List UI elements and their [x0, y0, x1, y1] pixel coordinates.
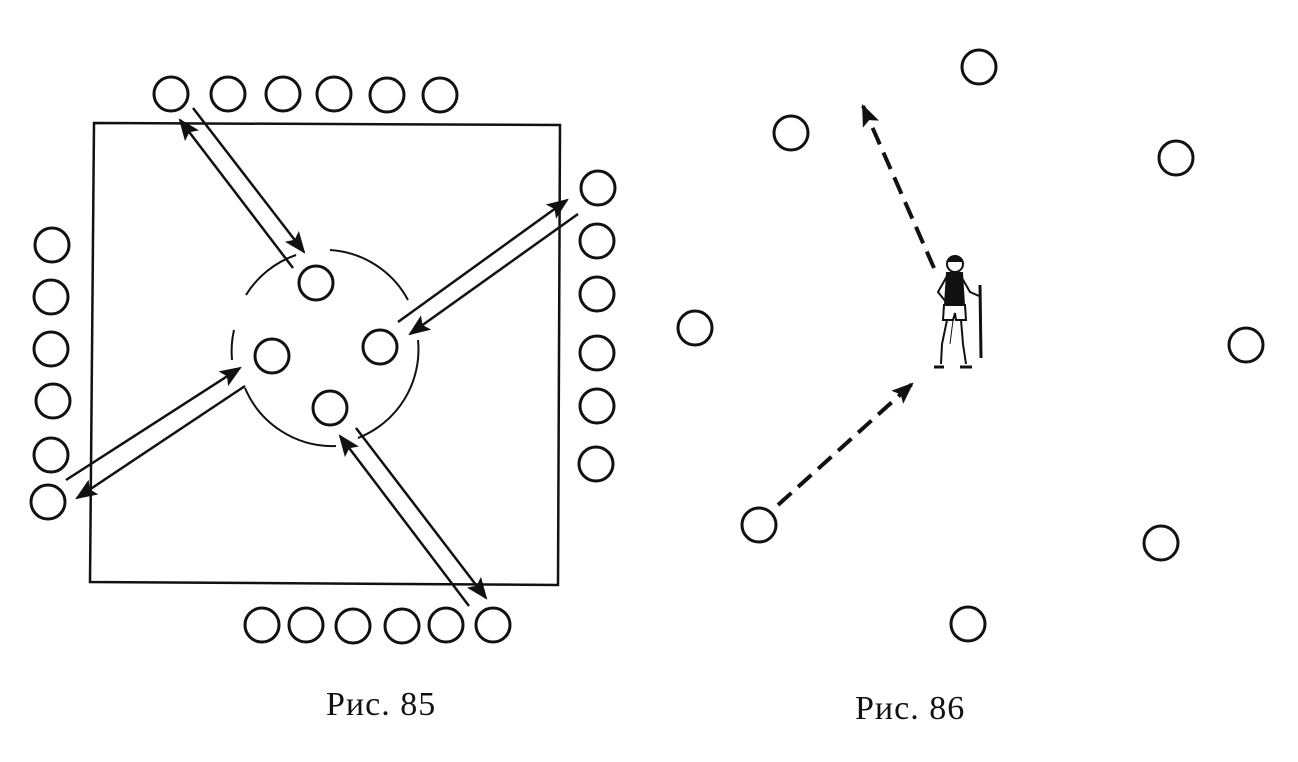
figure-85	[29, 75, 617, 645]
dashed-arrow-in	[776, 382, 914, 507]
center-circle-arc	[244, 387, 337, 448]
team-player	[578, 222, 616, 260]
arrow-line	[338, 434, 470, 607]
ring-player	[772, 114, 810, 152]
team-player	[243, 606, 281, 644]
center-circle-arc	[230, 329, 235, 361]
figure-85-caption: Рис. 85	[326, 686, 437, 723]
ring-player	[1157, 139, 1195, 177]
team-player	[579, 169, 617, 207]
team-player	[421, 76, 459, 114]
arrow-line	[65, 366, 242, 482]
pass-arrows	[65, 107, 579, 607]
team-player	[368, 76, 406, 114]
ring-player	[960, 48, 998, 86]
team-player	[264, 75, 302, 113]
team-player	[33, 226, 71, 264]
center-player	[297, 264, 335, 302]
figure-86	[676, 48, 1265, 643]
team-player	[578, 334, 616, 372]
center-player	[311, 389, 349, 427]
team-player	[383, 607, 421, 645]
figure-86-caption: Рис. 86	[855, 690, 966, 727]
dashed-arrow-out	[861, 103, 936, 269]
arrow-line	[355, 427, 488, 600]
team-player	[32, 436, 70, 474]
arrow-line	[178, 118, 294, 269]
center-circle-arc	[245, 254, 297, 296]
teacher-with-stick-icon	[934, 255, 983, 369]
team-player	[315, 75, 353, 113]
team-player	[287, 606, 325, 644]
team-player	[427, 606, 465, 644]
arrow-line	[408, 212, 579, 336]
center-player	[361, 328, 399, 366]
ring-player	[949, 605, 987, 643]
ring-player	[1142, 524, 1180, 562]
team-player	[209, 75, 247, 113]
team-player	[577, 445, 615, 483]
team-player	[334, 607, 372, 645]
team-player	[32, 278, 70, 316]
arrow-line	[397, 198, 569, 324]
team-player	[578, 387, 616, 425]
team-player	[32, 330, 70, 368]
team-player	[152, 75, 190, 113]
team-player	[578, 275, 616, 313]
center-player	[253, 337, 291, 375]
team-player	[29, 483, 67, 521]
hall-outline	[88, 121, 562, 587]
arrow-line	[192, 107, 306, 254]
center-circle-arc	[329, 249, 409, 301]
center-circle-arc	[357, 339, 420, 439]
ring-player	[676, 309, 714, 347]
ring-player	[1227, 326, 1265, 364]
ring-player	[740, 506, 778, 544]
team-player	[34, 382, 72, 420]
arrow-line	[75, 384, 246, 500]
team-player	[474, 606, 512, 644]
